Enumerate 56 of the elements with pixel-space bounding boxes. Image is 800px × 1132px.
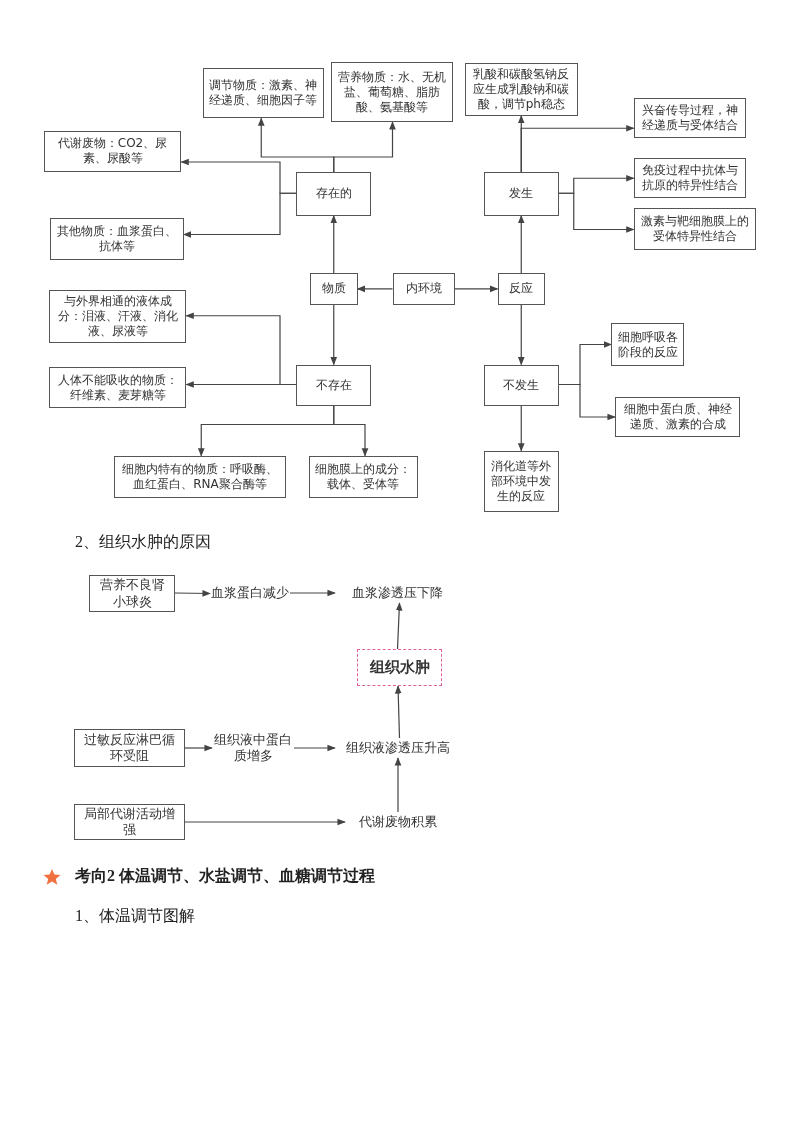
flow-text: 代谢废物积累 bbox=[345, 812, 451, 832]
arrow bbox=[330, 303, 338, 366]
arrow bbox=[289, 589, 336, 597]
arrow bbox=[185, 381, 297, 388]
arrow bbox=[558, 192, 635, 233]
arrow bbox=[184, 744, 213, 752]
process-box: 不发生 bbox=[483, 364, 559, 406]
process-box: 局部代谢活动增强 bbox=[74, 804, 185, 840]
section-heading: 考向2 体温调节、水盐调节、血糖调节过程 bbox=[75, 866, 375, 886]
arrow bbox=[394, 685, 402, 739]
process-box: 细胞呼吸各阶段的反应 bbox=[611, 323, 684, 366]
flow-text: 组织液渗透压升高 bbox=[335, 738, 461, 758]
arrow bbox=[394, 757, 402, 813]
arrow bbox=[517, 214, 525, 274]
process-box: 细胞中蛋白质、神经递质、激素的合成 bbox=[615, 397, 740, 437]
process-box: 其他物质：血浆蛋白、抗体等 bbox=[50, 218, 184, 260]
process-box: 细胞膜上的成分：载体、受体等 bbox=[308, 455, 418, 499]
process-box: 调节物质：激素、神经递质、细胞因子等 bbox=[202, 68, 324, 119]
process-box: 乳酸和碳酸氢钠反应生成乳酸钠和碳酸，调节ph稳态 bbox=[465, 63, 578, 116]
process-box: 代谢废物：CO2、尿素、尿酸等 bbox=[43, 130, 182, 172]
arrow bbox=[517, 405, 525, 452]
arrow bbox=[330, 214, 338, 274]
process-box: 内环境 bbox=[392, 273, 455, 305]
process-box: 物质 bbox=[310, 273, 358, 305]
process-box: 消化道等外部环境中发生的反应 bbox=[483, 450, 559, 512]
arrow bbox=[558, 383, 616, 421]
dashed-box: 组织水肿 bbox=[357, 649, 442, 686]
flow-text: 组织液中蛋白质增多 bbox=[212, 730, 294, 766]
process-box: 兴奋传导过程，神经递质与受体结合 bbox=[633, 98, 747, 139]
flow-text: 血浆渗透压下降 bbox=[335, 583, 460, 603]
process-box: 发生 bbox=[483, 172, 559, 216]
arrow bbox=[333, 405, 369, 457]
subheading: 2、组织水肿的原因 bbox=[75, 532, 211, 552]
arrow bbox=[182, 192, 297, 238]
arrow bbox=[174, 590, 211, 597]
arrow bbox=[395, 602, 403, 650]
process-box: 激素与靶细胞膜上的受体特异性结合 bbox=[633, 208, 757, 250]
arrow bbox=[333, 121, 396, 173]
process-box: 不存在 bbox=[296, 364, 372, 406]
arrow bbox=[184, 818, 346, 826]
process-box: 过敏反应淋巴循环受阻 bbox=[74, 729, 185, 767]
process-box: 营养物质：水、无机盐、葡萄糖、脂肪酸、氨基酸等 bbox=[331, 62, 453, 122]
process-box: 人体不能吸收的物质：纤维素、麦芽糖等 bbox=[48, 367, 187, 409]
arrow bbox=[520, 124, 635, 173]
arrow bbox=[454, 285, 499, 293]
arrow bbox=[517, 303, 525, 366]
process-box: 营养不良肾小球炎 bbox=[89, 575, 175, 612]
process-box: 细胞内特有的物质：呼吸酶、血红蛋白、RNA聚合酶等 bbox=[113, 455, 287, 499]
process-box: 反应 bbox=[497, 273, 545, 305]
process-box: 免疫过程中抗体与抗原的特异性结合 bbox=[633, 158, 747, 199]
subheading: 1、体温调节图解 bbox=[75, 906, 195, 926]
arrow bbox=[293, 744, 336, 752]
process-box: 存在的 bbox=[296, 172, 372, 216]
flow-text: 血浆蛋白减少 bbox=[210, 578, 290, 608]
arrow bbox=[356, 285, 394, 293]
process-box: 与外界相通的液体成分：泪液、汗液、消化液、尿液等 bbox=[48, 289, 187, 344]
